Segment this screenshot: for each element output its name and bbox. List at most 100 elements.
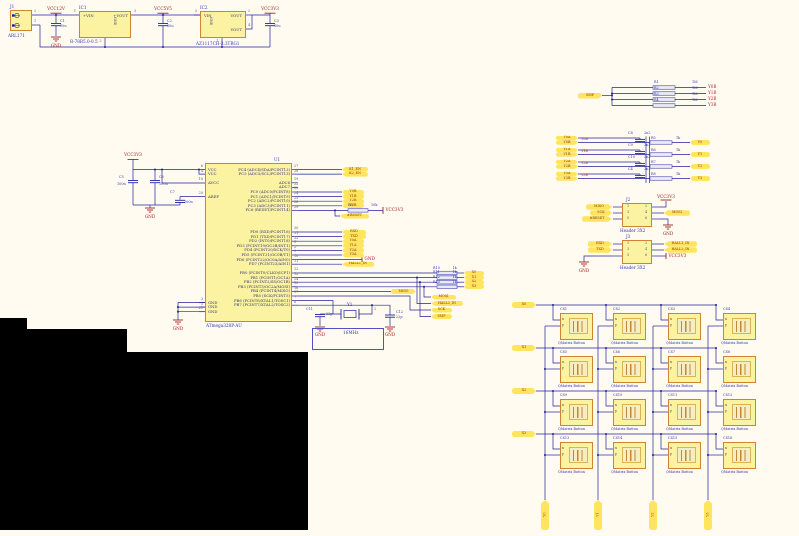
net-flag-Y3A[interactable]: Y3A (342, 252, 364, 258)
net-flag-label: K1_EN (349, 166, 361, 171)
net-flag-MOSI[interactable]: MOSI (664, 210, 690, 216)
net-flag-Y2A[interactable]: Y2A (342, 247, 364, 253)
gnd-label: GND (50, 42, 62, 48)
component-U1[interactable] (205, 163, 292, 322)
net-flag-label: Y1B (563, 151, 571, 156)
power-net-label: VCC3V3 (385, 206, 404, 212)
ref-label: R11 (433, 270, 440, 275)
net-flag-Y0B[interactable]: Y0B (556, 140, 578, 145)
component-J3[interactable] (622, 239, 652, 264)
net-flag-Y1A[interactable]: Y1A (556, 147, 578, 153)
net-flag-#RESET[interactable]: #RESET (340, 213, 369, 219)
net-flag-Y0A[interactable]: Y0A (342, 238, 364, 244)
net-flag-Y0[interactable]: Y0 (540, 500, 550, 530)
value-label: 1k (676, 171, 681, 176)
net-flag-K1_EN[interactable]: K1_EN (342, 166, 368, 172)
net-flag-TXD[interactable]: TXD (342, 234, 366, 240)
value-label: 16MHz (343, 329, 359, 335)
net-flag-HALL2_IN[interactable]: HALL2_IN (664, 247, 697, 253)
power-net-label: VCC3V3 (261, 5, 279, 11)
net-flag-X1[interactable]: X1 (512, 345, 536, 351)
net-flag-X2[interactable]: X2 (512, 388, 536, 394)
net-flag-label: Y3 (697, 175, 703, 180)
net-flag-X0[interactable]: X0 (464, 270, 484, 276)
value-label: 10u (60, 23, 67, 28)
net-flag-TXD[interactable]: TXD (588, 247, 612, 253)
pin-number: 30 (294, 226, 299, 231)
net-flag-X1[interactable]: X1 (464, 275, 484, 281)
pin-name: PD4 (PCINT20/XCK/T0) (244, 247, 290, 253)
pin-number: 22 (294, 181, 299, 186)
pin-name: PC6 (RESET/PCINT14) (245, 207, 290, 213)
net-flag-X3[interactable]: X3 (464, 284, 484, 290)
net-flag-Y2A[interactable]: Y2A (556, 159, 578, 165)
net-flag-K2_EN[interactable]: K2_EN (342, 171, 368, 177)
net-flag-SCK[interactable]: SCK (431, 307, 452, 313)
net-flag-SCK[interactable]: SCK (590, 210, 612, 216)
part-label: ARL171 (8, 33, 25, 38)
part-label: QMatrix Button (666, 427, 693, 431)
net-flag-Y0B[interactable]: Y0B (342, 189, 364, 195)
net-flag-Y1[interactable]: Y1 (690, 152, 710, 157)
net-flag-Y1B[interactable]: Y1B (556, 152, 578, 157)
value-label: 10k (371, 203, 378, 208)
pin-name: x (725, 316, 727, 321)
net-flag-SMP[interactable]: SMP (431, 314, 452, 319)
net-label: Y2B (708, 95, 717, 101)
pin-number: 25 (294, 195, 299, 200)
net-flag-SMP[interactable]: SMP (578, 92, 602, 99)
net-flag-Y2[interactable]: Y2 (648, 500, 658, 530)
net-flag-Y1B[interactable]: Y1B (342, 194, 364, 200)
net-flag-RXD[interactable]: RXD (588, 241, 612, 247)
net-flag-Y2[interactable]: Y2 (690, 164, 710, 169)
net-flag-label: Y2B (349, 198, 357, 203)
pin-name: x (562, 445, 564, 450)
pin-number: 5 (627, 252, 630, 257)
net-flag-Y0[interactable]: Y0 (690, 140, 710, 145)
pin-number: 2 (99, 38, 102, 43)
component-J2[interactable] (622, 202, 652, 227)
ref-label: CS2 (613, 307, 621, 311)
net-flag-HALL1_IN[interactable]: HALL1_IN (664, 241, 697, 247)
pin-name: ADC7 (278, 184, 290, 190)
net-flag-label: K2_EN (349, 171, 361, 176)
net-flag-X2[interactable]: X2 (464, 279, 484, 285)
value-label: 1M (692, 98, 698, 103)
part-label: QMatrix Button (558, 384, 585, 388)
net-flag-#RESET[interactable]: #RESET (582, 216, 612, 222)
net-flag-Y3B[interactable]: Y3B (342, 203, 364, 209)
net-flag-MISO[interactable]: MISO (586, 204, 612, 210)
net-flag-Y0A[interactable]: Y0A (556, 135, 578, 141)
net-flag-Y1A[interactable]: Y1A (342, 243, 364, 249)
pin-name: PD3 (PCINT19/OC2B/INT1) (236, 242, 290, 248)
electrode-icon (732, 447, 751, 463)
net-flag-HALL2_IN[interactable]: HALL2_IN (431, 301, 463, 306)
net-flag-Y1[interactable]: Y1 (593, 500, 603, 530)
net-flag-Y3[interactable]: Y3 (703, 500, 713, 530)
ref-label: C11 (306, 307, 313, 311)
net-flag-label: Y0B (349, 189, 357, 194)
net-flag-MOSI[interactable]: MOSI (431, 294, 456, 300)
net-flag-MISO[interactable]: MISO (391, 288, 416, 294)
net-flag-Y3B[interactable]: Y3B (556, 176, 578, 181)
pin-number: 10 (294, 254, 299, 258)
net-flag-label: Y3 (705, 512, 710, 518)
electrode-icon (677, 447, 696, 463)
pin-name: PC0 (ADC0/PCINT8) (250, 189, 290, 194)
pin-name: y (562, 365, 564, 370)
net-flag-X3[interactable]: X3 (512, 431, 536, 437)
part-label: QMatrix Button (721, 384, 748, 388)
pin-name: AREF (208, 193, 220, 199)
pin-name: y (615, 451, 617, 456)
net-flag-Y2B[interactable]: Y2B (342, 198, 364, 204)
part-label: QMatrix Button (558, 470, 585, 474)
net-flag-RXD[interactable]: RXD (342, 229, 366, 235)
part-label: ATmega328P-AU (206, 323, 242, 328)
net-flag-Y2B[interactable]: Y2B (556, 164, 578, 169)
net-flag-HALL1_IN[interactable]: HALL1_IN (342, 261, 374, 267)
component-J1[interactable] (10, 10, 32, 31)
net-flag-Y3[interactable]: Y3 (690, 176, 710, 181)
net-flag-X0[interactable]: X0 (512, 302, 536, 308)
net-flag-Y3A[interactable]: Y3A (556, 171, 578, 177)
